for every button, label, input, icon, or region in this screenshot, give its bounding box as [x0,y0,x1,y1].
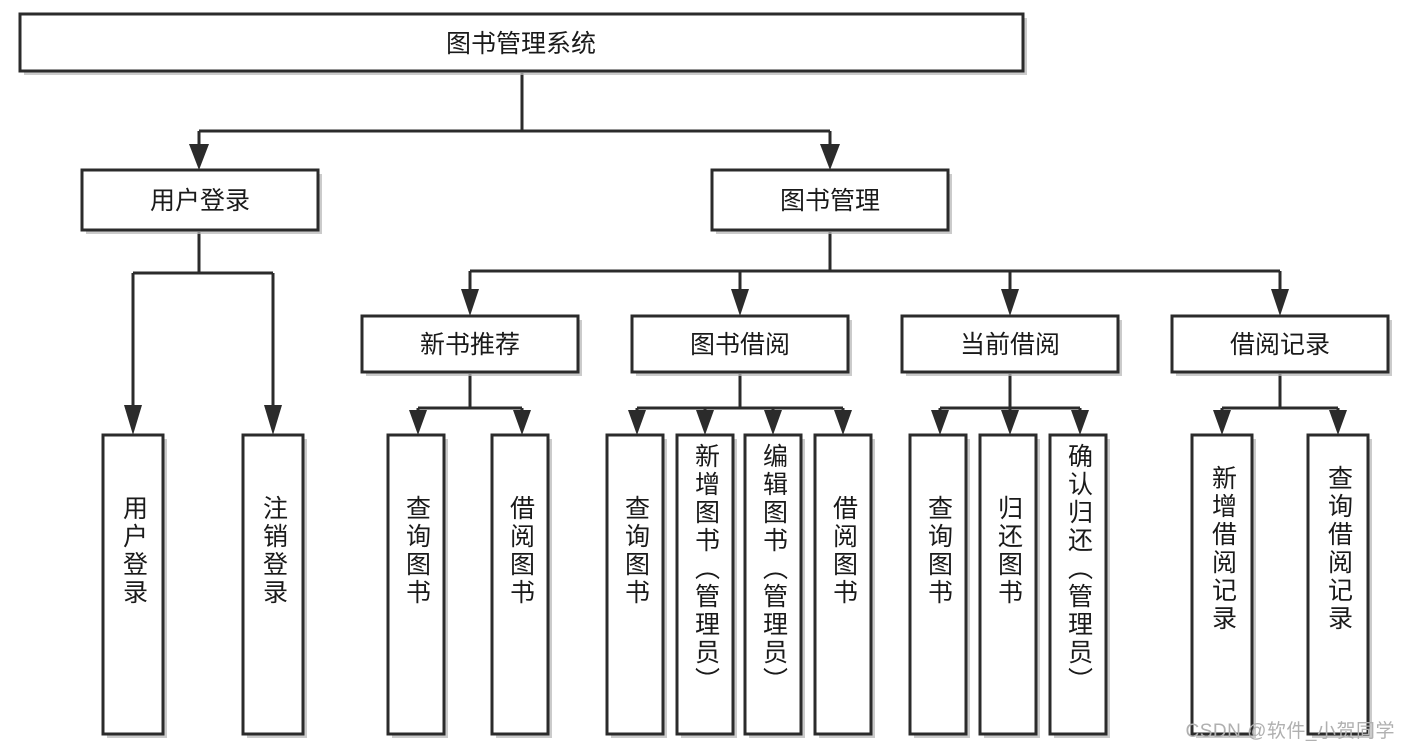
node-leaf-query-record-rect [1306,433,1370,736]
arrow-leaf-add-book [696,410,714,435]
node-root[interactable]: 图书管理系统 [18,12,1027,75]
node-user-login-rect [80,168,320,232]
node-book-management[interactable]: 图书管理 [710,168,952,234]
node-book-borrow-rect [630,314,850,374]
node-user-login[interactable]: 用户登录 [80,168,322,234]
node-book-management-rect [710,168,950,232]
arrow-leaf-query-book-3 [931,410,949,435]
node-user-login-label: 用户登录 [150,187,250,215]
node-new-book-recommend[interactable]: 新书推荐 [360,314,582,376]
arrow-leaf-edit-book [764,410,782,435]
node-leaf-query-book-3[interactable] [908,433,970,738]
arrow-to-book-management [820,144,840,170]
node-leaf-confirm-return-rect [1048,433,1108,736]
node-leaf-borrow-book-1-rect [490,433,550,736]
node-leaf-add-record-rect [1190,433,1254,736]
node-leaf-user-login[interactable] [101,433,167,738]
node-leaf-return-book[interactable] [978,433,1040,738]
node-leaf-user-login-rect [101,433,165,736]
arrow-to-current-borrow [1001,289,1019,316]
node-borrow-record-label: 借阅记录 [1230,331,1330,359]
node-book-management-label: 图书管理 [780,187,880,215]
arrow-leaf-confirm-return [1071,410,1089,435]
connector-group [124,73,1347,435]
arrow-to-user-login [189,144,209,170]
arrow-leaf-query-book-1 [409,410,427,435]
node-borrow-record[interactable]: 借阅记录 [1170,314,1392,376]
node-current-borrow[interactable]: 当前借阅 [900,314,1122,376]
arrow-to-book-borrow [731,289,749,316]
node-leaf-query-book-3-rect [908,433,968,736]
node-leaf-query-book-1[interactable] [386,433,448,738]
node-leaf-logout-login[interactable] [241,433,307,738]
watermark-text: CSDN @软件_小贺同学 [1185,721,1395,742]
node-leaf-add-book-rect [675,433,735,736]
arrow-to-new-book-recommend [461,289,479,316]
node-leaf-query-book-1-rect [386,433,446,736]
node-borrow-record-rect [1170,314,1390,374]
node-leaf-borrow-book-1[interactable] [490,433,552,738]
node-root-label: 图书管理系统 [446,30,596,58]
arrow-leaf-query-book-2 [628,410,646,435]
node-leaf-return-book-rect [978,433,1038,736]
node-root-rect [18,12,1025,73]
node-book-borrow-label: 图书借阅 [690,331,790,359]
node-leaf-logout-login-rect [241,433,305,736]
node-leaf-add-record[interactable] [1190,433,1256,738]
arrow-leaf-return-book [1001,410,1019,435]
arrow-leaf-borrow-book-1 [513,410,531,435]
node-leaf-query-book-2[interactable] [605,433,667,738]
node-leaf-borrow-book-2[interactable] [813,433,875,738]
arrow-leaf-logout-login [264,405,282,435]
node-current-borrow-label: 当前借阅 [960,331,1060,359]
node-new-book-recommend-label: 新书推荐 [420,331,520,359]
node-leaf-query-book-2-rect [605,433,665,736]
arrow-leaf-borrow-book-2 [834,410,852,435]
node-book-borrow[interactable]: 图书借阅 [630,314,852,376]
arrow-leaf-add-record [1213,410,1231,435]
node-new-book-recommend-rect [360,314,580,374]
node-leaf-query-record[interactable] [1306,433,1372,738]
node-leaf-edit-book[interactable] [743,433,805,738]
arrow-to-borrow-record [1271,289,1289,316]
node-leaf-add-book[interactable] [675,433,737,738]
node-current-borrow-rect [900,314,1120,374]
arrow-leaf-query-record [1329,410,1347,435]
node-leaf-edit-book-rect [743,433,803,736]
node-leaf-confirm-return[interactable] [1048,433,1110,738]
node-leaf-borrow-book-2-rect [813,433,873,736]
arrow-leaf-user-login [124,405,142,435]
